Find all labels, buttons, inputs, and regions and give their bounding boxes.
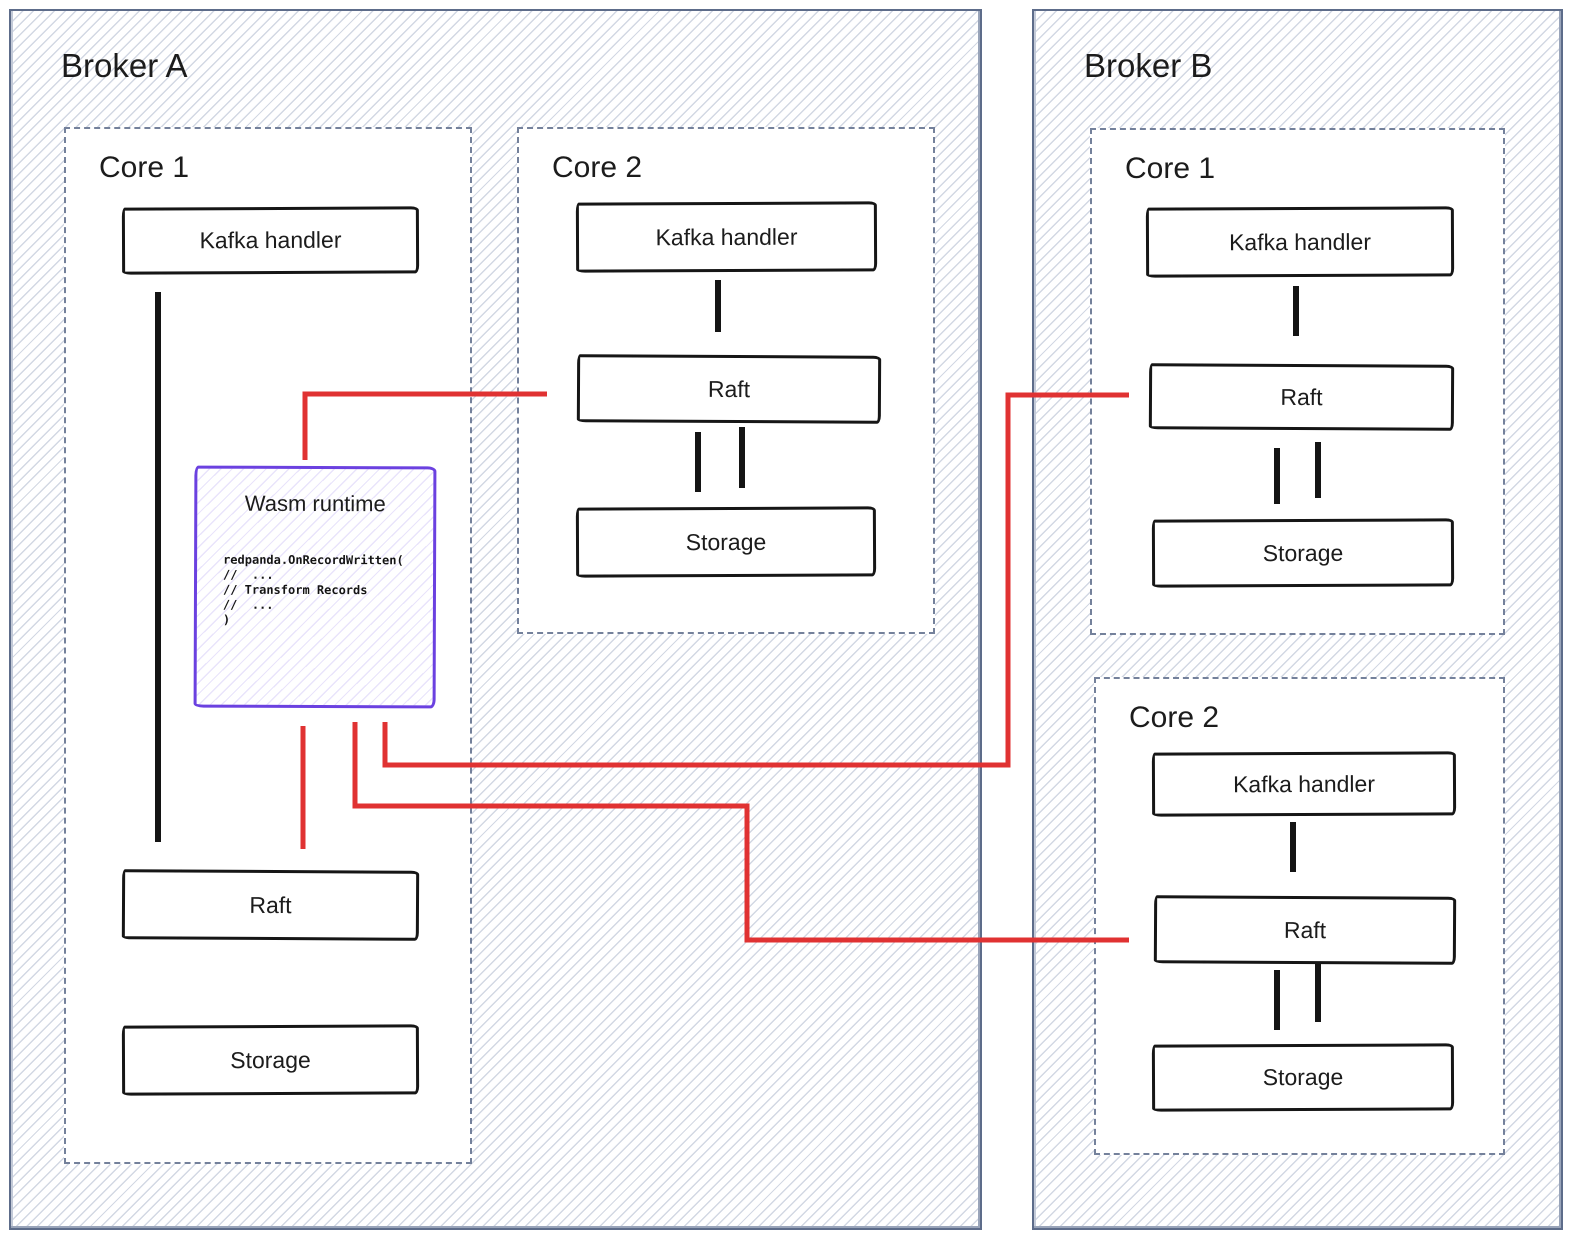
broker-b-container: Broker B Core 1 Kafka handler Raft Stora… — [1032, 9, 1563, 1230]
core-a2-label: Core 2 — [552, 151, 643, 184]
broker-a-core-2: Core 2 Kafka handler Raft Storage — [517, 127, 935, 634]
node-storage-a1: Storage — [121, 1024, 420, 1096]
broker-b-title: Broker B — [1084, 47, 1213, 84]
broker-b-core-2: Core 2 Kafka handler Raft Storage — [1094, 677, 1505, 1155]
wasm-code-line: redpanda.OnRecordWritten( — [223, 552, 404, 568]
broker-a-title: Broker A — [61, 47, 188, 84]
node-raft-a2: Raft — [576, 354, 882, 424]
node-raft-a1: Raft — [121, 869, 420, 941]
broker-b-core-1: Core 1 Kafka handler Raft Storage — [1090, 128, 1505, 635]
core-a1-label: Core 1 — [99, 151, 190, 184]
wasm-code-line: // Transform Records — [222, 582, 368, 598]
node-kafka-handler-a1: Kafka handler — [121, 206, 420, 275]
node-kafka-handler-b1: Kafka handler — [1145, 206, 1455, 278]
wasm-code-line: ) — [222, 612, 231, 627]
core-b2-label: Core 2 — [1129, 701, 1220, 734]
broker-a-container: Broker A Core 1 Kafka handler Wasm runti… — [9, 9, 982, 1230]
node-raft-b1: Raft — [1148, 363, 1455, 431]
node-wasm-runtime: Wasm runtime redpanda.OnRecordWritten(//… — [193, 465, 437, 709]
wasm-code-snippet: redpanda.OnRecordWritten(// ...// Transf… — [223, 553, 433, 629]
node-raft-b2: Raft — [1153, 895, 1457, 965]
wasm-code-line: // ... — [222, 597, 274, 612]
wasm-code-line: // ... — [223, 567, 274, 582]
wasm-runtime-title: Wasm runtime — [244, 490, 386, 517]
node-storage-b2: Storage — [1151, 1043, 1455, 1112]
node-storage-b1: Storage — [1151, 518, 1455, 588]
node-storage-a2: Storage — [575, 506, 877, 578]
node-kafka-handler-b2: Kafka handler — [1151, 751, 1457, 817]
core-b1-label: Core 1 — [1125, 152, 1216, 185]
node-kafka-handler-a2: Kafka handler — [575, 201, 878, 273]
broker-a-core-1: Core 1 Kafka handler Wasm runtime redpan… — [64, 127, 472, 1164]
